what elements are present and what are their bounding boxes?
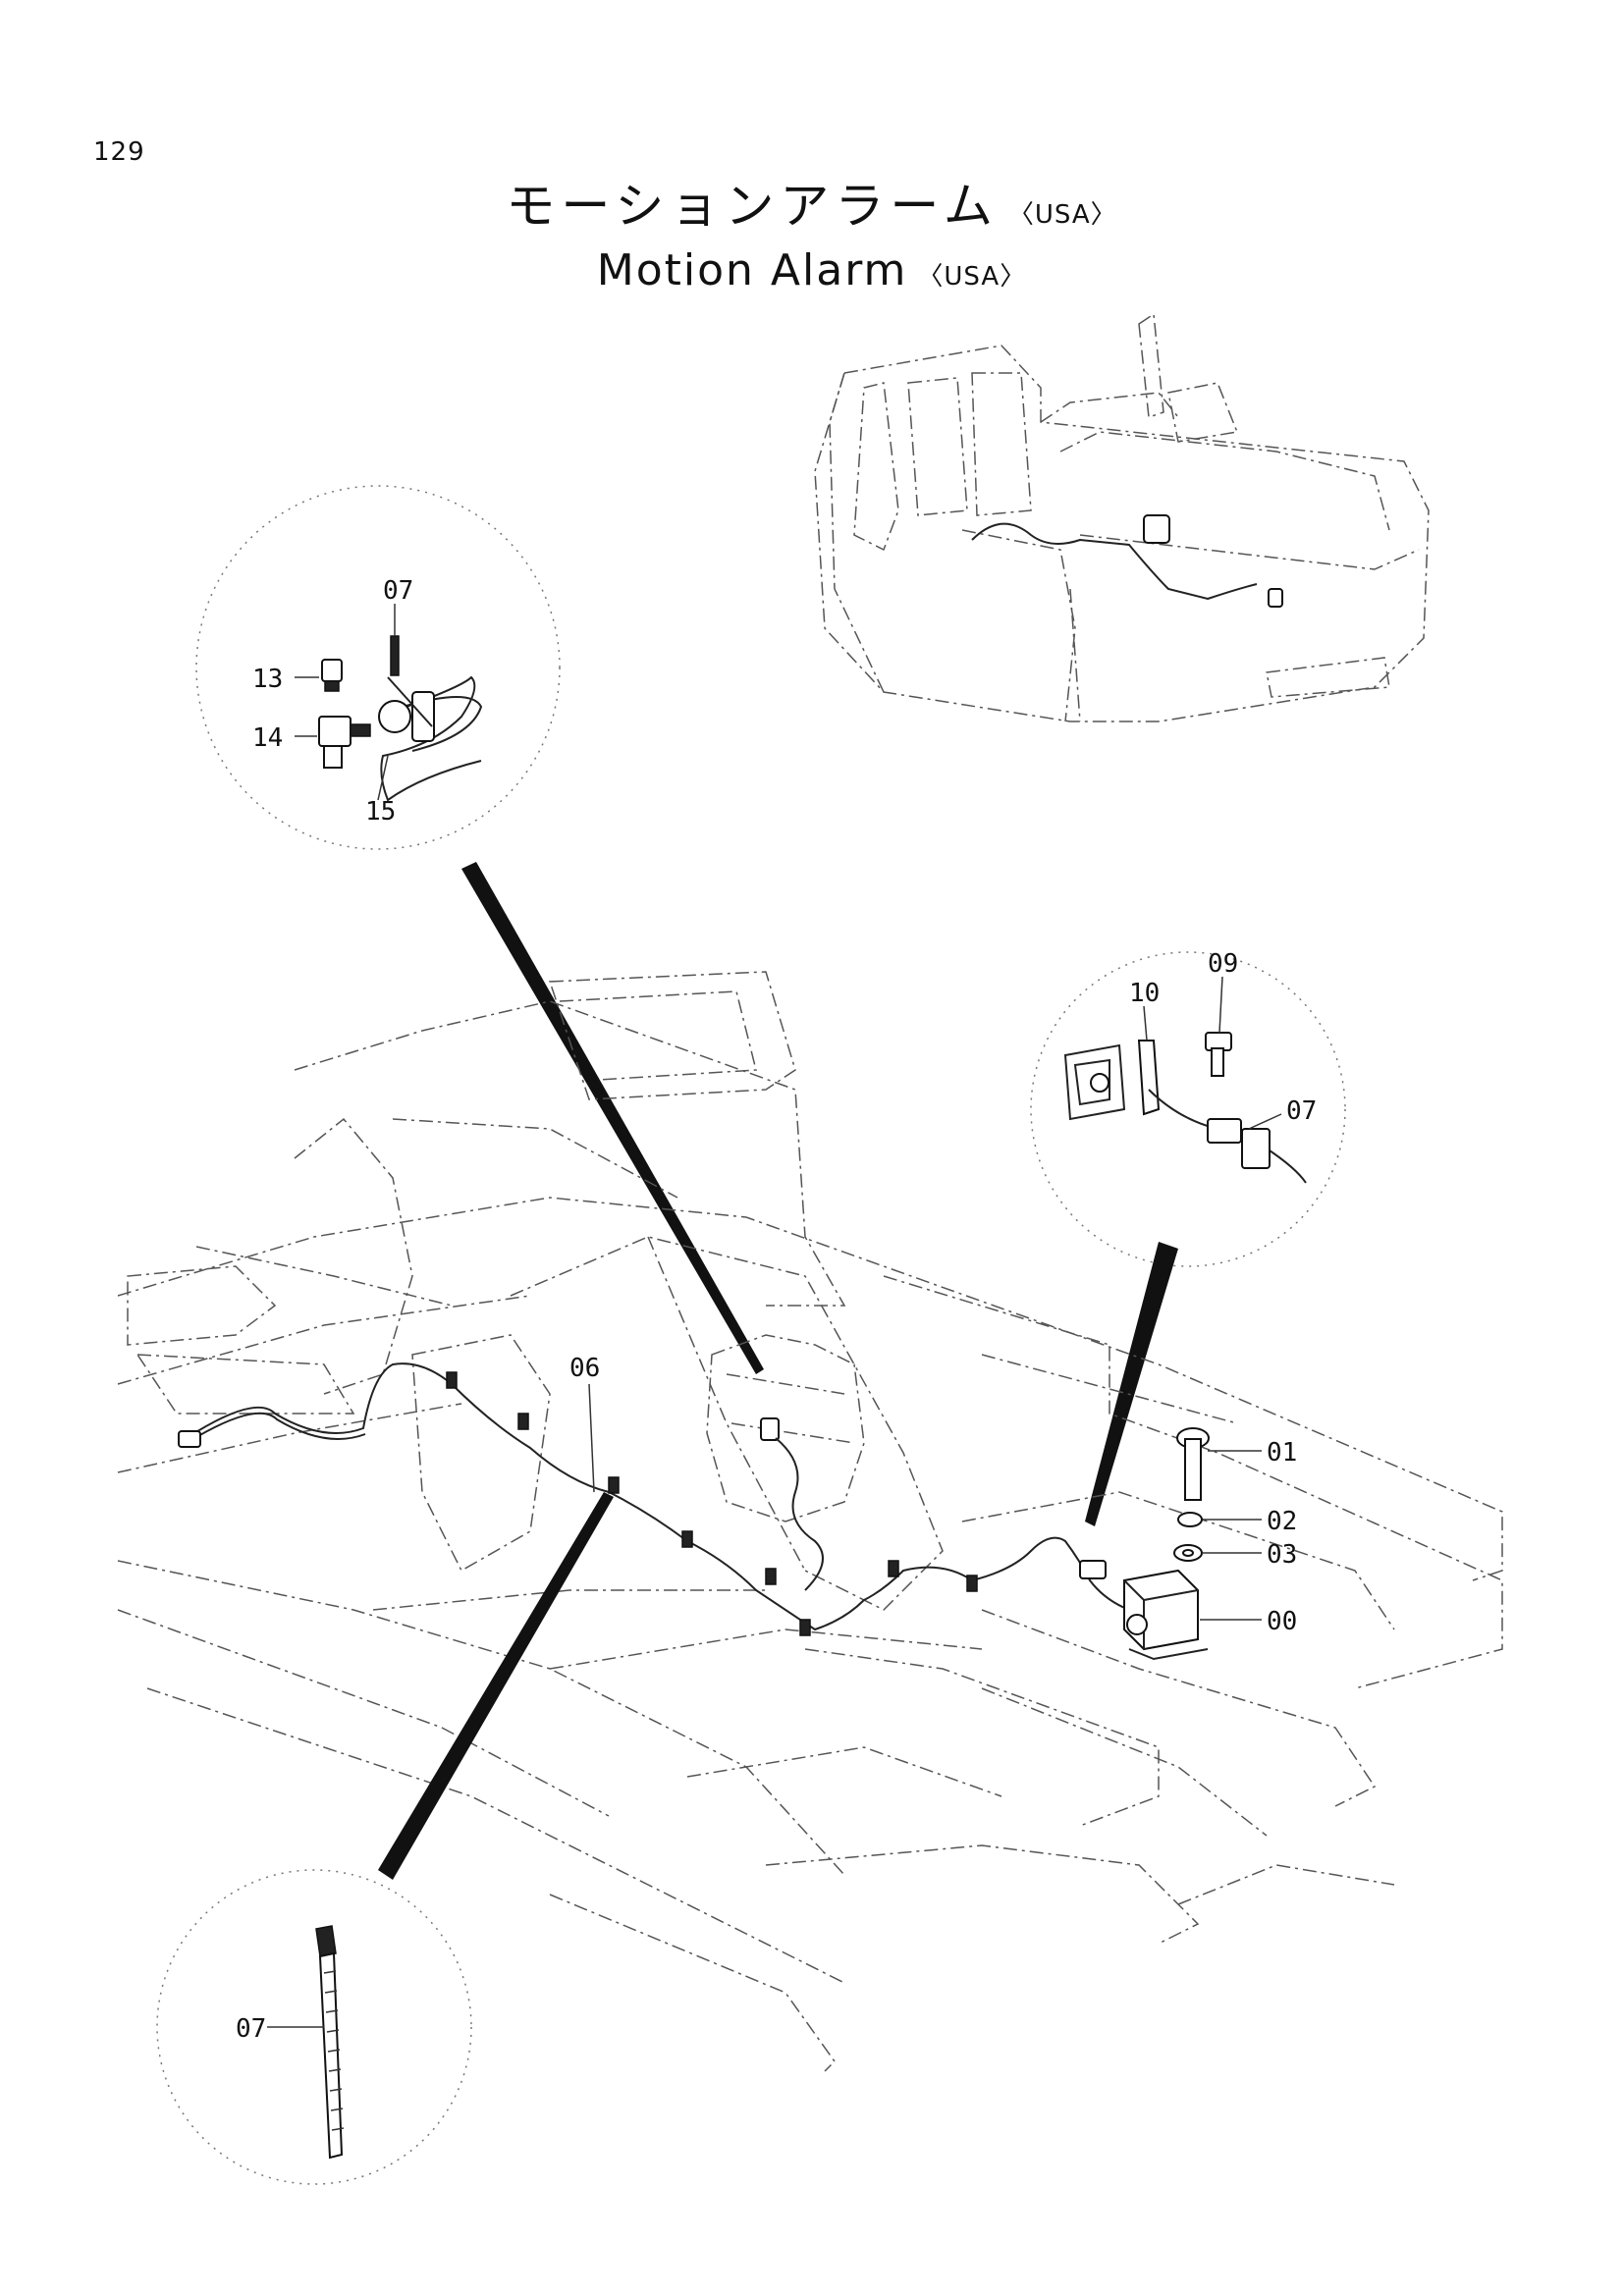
bolt-icon [1205, 1032, 1232, 1077]
fitting-icon [321, 659, 343, 692]
callout-01: 01 [1267, 1438, 1297, 1468]
detail-pointer-bottom [378, 1492, 614, 1880]
title-english: Motion Alarm 〈USA〉 [0, 245, 1623, 295]
title-jp-region: 〈USA〉 [1007, 200, 1117, 230]
callout-00: 00 [1267, 1607, 1297, 1636]
callout-02: 02 [1267, 1507, 1297, 1536]
callout-06: 06 [569, 1354, 600, 1383]
callout-03: 03 [1267, 1540, 1297, 1570]
page-number: 129 [93, 137, 145, 167]
alarm-location-marker [1143, 514, 1170, 544]
motion-alarm-unit [1123, 1569, 1209, 1661]
title-jp-text: モーションアラーム [506, 178, 999, 235]
title-en-region: 〈USA〉 [917, 262, 1027, 292]
pressure-switch-icon [378, 635, 483, 802]
callout-14: 14 [252, 723, 283, 753]
cable-tie-icon [315, 1925, 345, 2160]
callout-15: 15 [365, 797, 396, 827]
detail-circle-cable-tie: 07 [156, 1869, 472, 2185]
title-block: モーションアラーム〈USA〉 Motion Alarm〈USA〉 [0, 167, 1623, 295]
detail-pointer-right [1085, 1242, 1178, 1526]
callout-13: 13 [252, 665, 283, 694]
detail-circle-connector: 10 09 07 [1030, 949, 1346, 1267]
end-connector [178, 1430, 201, 1448]
bracket-icon [1137, 1040, 1161, 1116]
title-japanese: モーションアラーム〈USA〉 [0, 167, 1623, 238]
detail-circle-pressure-switch: 07 13 14 15 [195, 485, 561, 850]
main-frame-view: 06 01 02 03 00 [117, 971, 1503, 2072]
callout-07-bottom: 07 [236, 2014, 266, 2044]
title-en-text: Motion Alarm [596, 245, 908, 295]
harness-clips [446, 1371, 978, 1636]
bolt-01-icon [1176, 1427, 1210, 1501]
machine-overview [814, 312, 1430, 722]
callout-07-right: 07 [1286, 1096, 1317, 1126]
tee-fitting-icon [318, 716, 371, 769]
lock-washer-icon [1177, 1512, 1203, 1527]
detail-pointer-top [461, 862, 764, 1374]
connector-icon [1241, 1128, 1271, 1169]
callout-09: 09 [1208, 949, 1238, 979]
callout-10: 10 [1129, 979, 1160, 1008]
callout-07-top: 07 [383, 576, 413, 606]
